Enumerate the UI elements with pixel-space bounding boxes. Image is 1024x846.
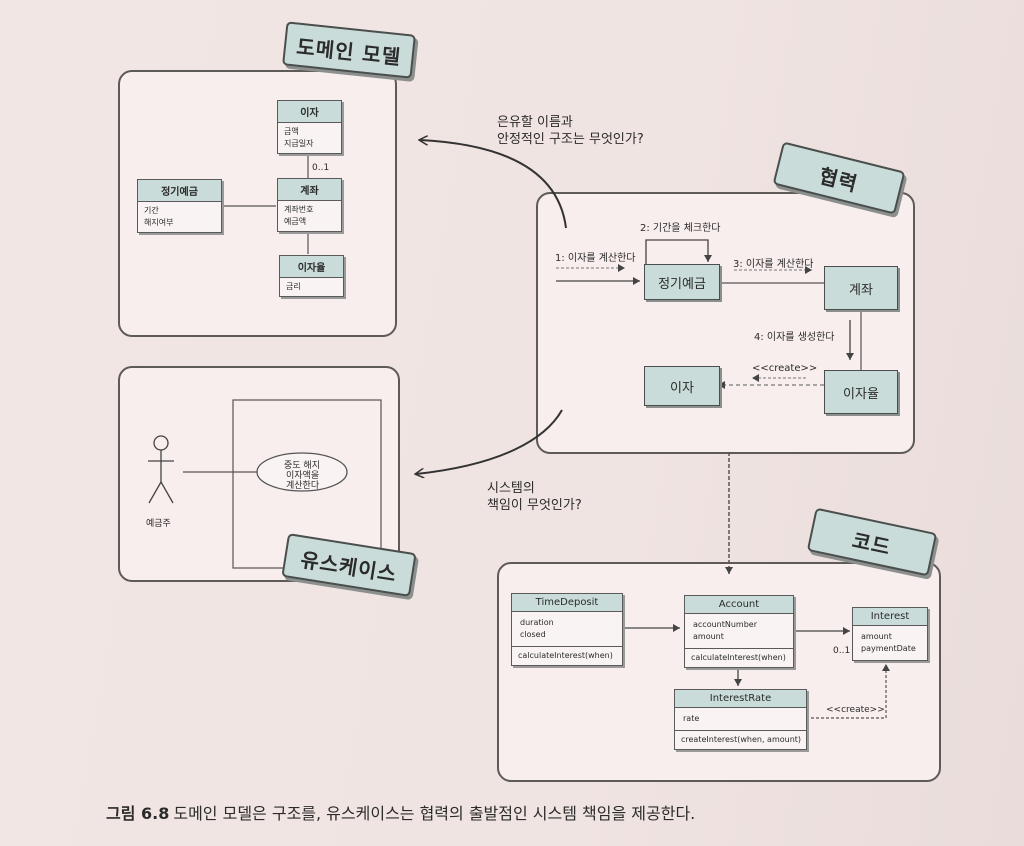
usecase-label-line1: 중도 해지 — [284, 461, 320, 471]
msg2-self-loop — [645, 239, 712, 264]
code-multiplicity: 0..1 — [833, 646, 851, 656]
responsibility-question-line1: 시스템의 — [487, 481, 535, 496]
code-timedeposit-op: calculateInterest(when) — [518, 651, 613, 660]
dm-account-class: 계좌 계좌번호 예금액 — [277, 178, 342, 232]
code-timedeposit-attr: closed — [520, 630, 546, 639]
collab-msg3: 3: 이자를 계산한다 — [733, 259, 814, 270]
dm-deposit-class: 정기예금 기간 해지여부 — [137, 179, 222, 233]
code-create-dep — [806, 664, 890, 719]
dm-interest-class: 이자 금액 지급일자 — [277, 100, 342, 154]
collab-rate-object: 이자율 — [824, 370, 898, 414]
dm-interest-name: 이자 — [278, 101, 341, 123]
collab-msg1: 1: 이자를 계산한다 — [555, 253, 636, 264]
dm-account-attr: 계좌번호 — [284, 205, 314, 214]
code-timedeposit-name: TimeDeposit — [512, 594, 622, 612]
caption-text: 도메인 모델은 구조를, 유스케이스는 협력의 출발점인 시스템 책임을 제공한… — [173, 804, 696, 823]
collab-interest-object: 이자 — [644, 366, 720, 406]
collab-account-object: 계좌 — [824, 266, 898, 310]
dm-rate-name: 이자율 — [280, 256, 343, 278]
code-create-label: <<create>> — [826, 705, 885, 715]
usecase-ellipse — [256, 452, 348, 492]
code-timedeposit-class: TimeDeposit duration closed calculateInt… — [511, 593, 623, 666]
code-interestrate-class: InterestRate rate createInterest(when, a… — [674, 689, 807, 750]
code-interest-attr: paymentDate — [861, 644, 916, 653]
code-interest-class: Interest amount paymentDate — [852, 607, 928, 661]
code-timedeposit-attr: duration — [520, 618, 554, 627]
code-interestrate-attr: rate — [683, 714, 700, 723]
code-account-attr: accountNumber — [693, 620, 758, 629]
usecase-label-line2: 이자액을 — [286, 471, 320, 481]
dm-rate-class: 이자율 금리 — [279, 255, 344, 297]
collab-create-label: <<create>> — [752, 363, 818, 374]
collab-deposit-object: 정기예금 — [644, 264, 720, 300]
code-interestrate-name: InterestRate — [675, 690, 806, 708]
arrow-to-usecase — [416, 409, 563, 474]
caption-number: 그림 6.8 — [106, 804, 170, 823]
dm-deposit-name: 정기예금 — [138, 180, 221, 202]
responsibility-question-line2: 책임이 무엇인가? — [487, 498, 582, 513]
metaphor-question-line1: 은유할 이름과 — [497, 115, 573, 130]
actor-label: 예금주 — [146, 519, 171, 529]
collab-msg4: 4: 이자를 생성한다 — [754, 332, 835, 343]
arrow-to-domain-model — [420, 140, 567, 229]
dm-account-name: 계좌 — [278, 179, 341, 201]
dm-deposit-attr: 해지여부 — [144, 218, 174, 227]
code-account-name: Account — [685, 596, 793, 614]
dm-deposit-attr: 기간 — [144, 206, 159, 215]
code-interest-name: Interest — [853, 608, 927, 626]
metaphor-question-line2: 안정적인 구조는 무엇인가? — [497, 132, 644, 147]
code-account-op: calculateInterest(when) — [691, 653, 786, 662]
code-account-attr: amount — [693, 632, 724, 641]
dm-interest-attr: 금액 — [284, 127, 299, 136]
usecase-label-line3: 계산한다 — [286, 481, 320, 491]
code-interestrate-op: createInterest(when, amount) — [681, 735, 802, 744]
dm-rate-attr: 금리 — [286, 282, 301, 291]
collab-msg2: 2: 기간을 체크한다 — [640, 223, 721, 234]
dm-account-attr: 예금액 — [284, 217, 307, 226]
actor-head — [153, 435, 169, 451]
code-account-class: Account accountNumber amount calculateIn… — [684, 595, 794, 668]
dm-multiplicity: 0..1 — [312, 163, 330, 173]
dm-interest-attr: 지급일자 — [284, 139, 314, 148]
code-interest-attr: amount — [861, 632, 892, 641]
